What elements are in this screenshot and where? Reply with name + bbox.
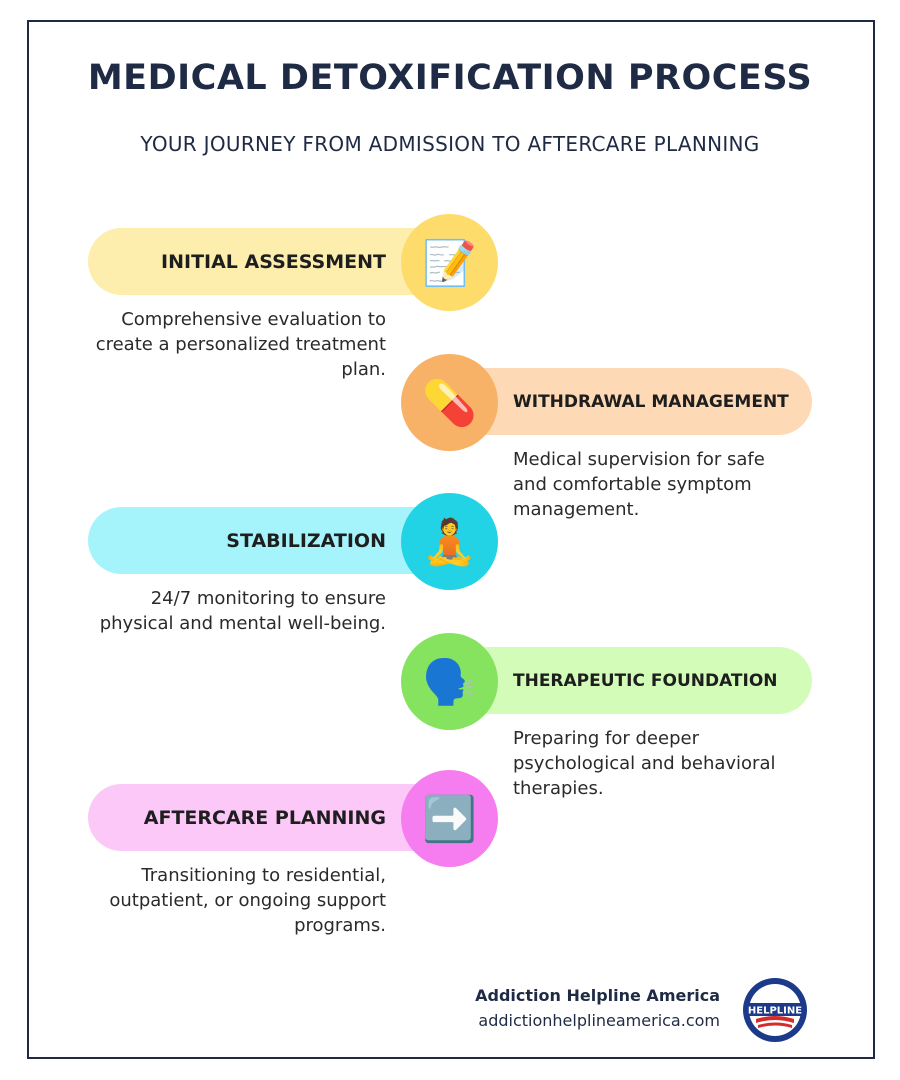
step-label: INITIAL ASSESSMENT — [161, 250, 386, 273]
step-icon-circle: 💊 — [401, 354, 498, 451]
step-label: THERAPEUTIC FOUNDATION — [513, 670, 778, 691]
step-description: Medical supervision for safe and comfort… — [513, 449, 765, 520]
step-icon-circle: 🧘 — [401, 493, 498, 590]
step-description: Comprehensive evaluation to create a per… — [95, 309, 386, 380]
step-label: STABILIZATION — [226, 529, 386, 552]
meditation-icon: 🧘 — [422, 516, 477, 568]
step-description: Preparing for deeper psychological and b… — [513, 728, 776, 799]
step-icon-circle: 🗣️ — [401, 633, 498, 730]
page-title: MEDICAL DETOXIFICATION PROCESS — [87, 58, 813, 98]
step-description: Transitioning to residential, outpatient… — [109, 865, 386, 936]
memo-pencil-icon: 📝 — [422, 237, 477, 289]
step-icon-circle: ➡️ — [401, 770, 498, 867]
step-label: AFTERCARE PLANNING — [143, 806, 386, 829]
svg-text:HELPLINE: HELPLINE — [748, 1006, 802, 1017]
page-subtitle: YOUR JOURNEY FROM ADMISSION TO AFTERCARE… — [140, 132, 760, 156]
step-pill: THERAPEUTIC FOUNDATION — [430, 647, 812, 714]
pill-icon: 💊 — [422, 377, 477, 429]
step-pill: AFTERCARE PLANNING — [88, 784, 468, 851]
step-icon-circle: 📝 — [401, 214, 498, 311]
speaking-head-icon: 🗣️ — [422, 656, 477, 708]
brand-name: Addiction Helpline America — [475, 986, 720, 1005]
brand-url: addictionhelplineamerica.com — [478, 1011, 720, 1030]
step-description: 24/7 monitoring to ensure physical and m… — [99, 588, 386, 634]
addiction-helpline-america-logo: HELPLINE — [743, 978, 807, 1042]
step-label: WITHDRAWAL MANAGEMENT — [513, 391, 789, 412]
right-arrow-icon: ➡️ — [422, 793, 477, 845]
